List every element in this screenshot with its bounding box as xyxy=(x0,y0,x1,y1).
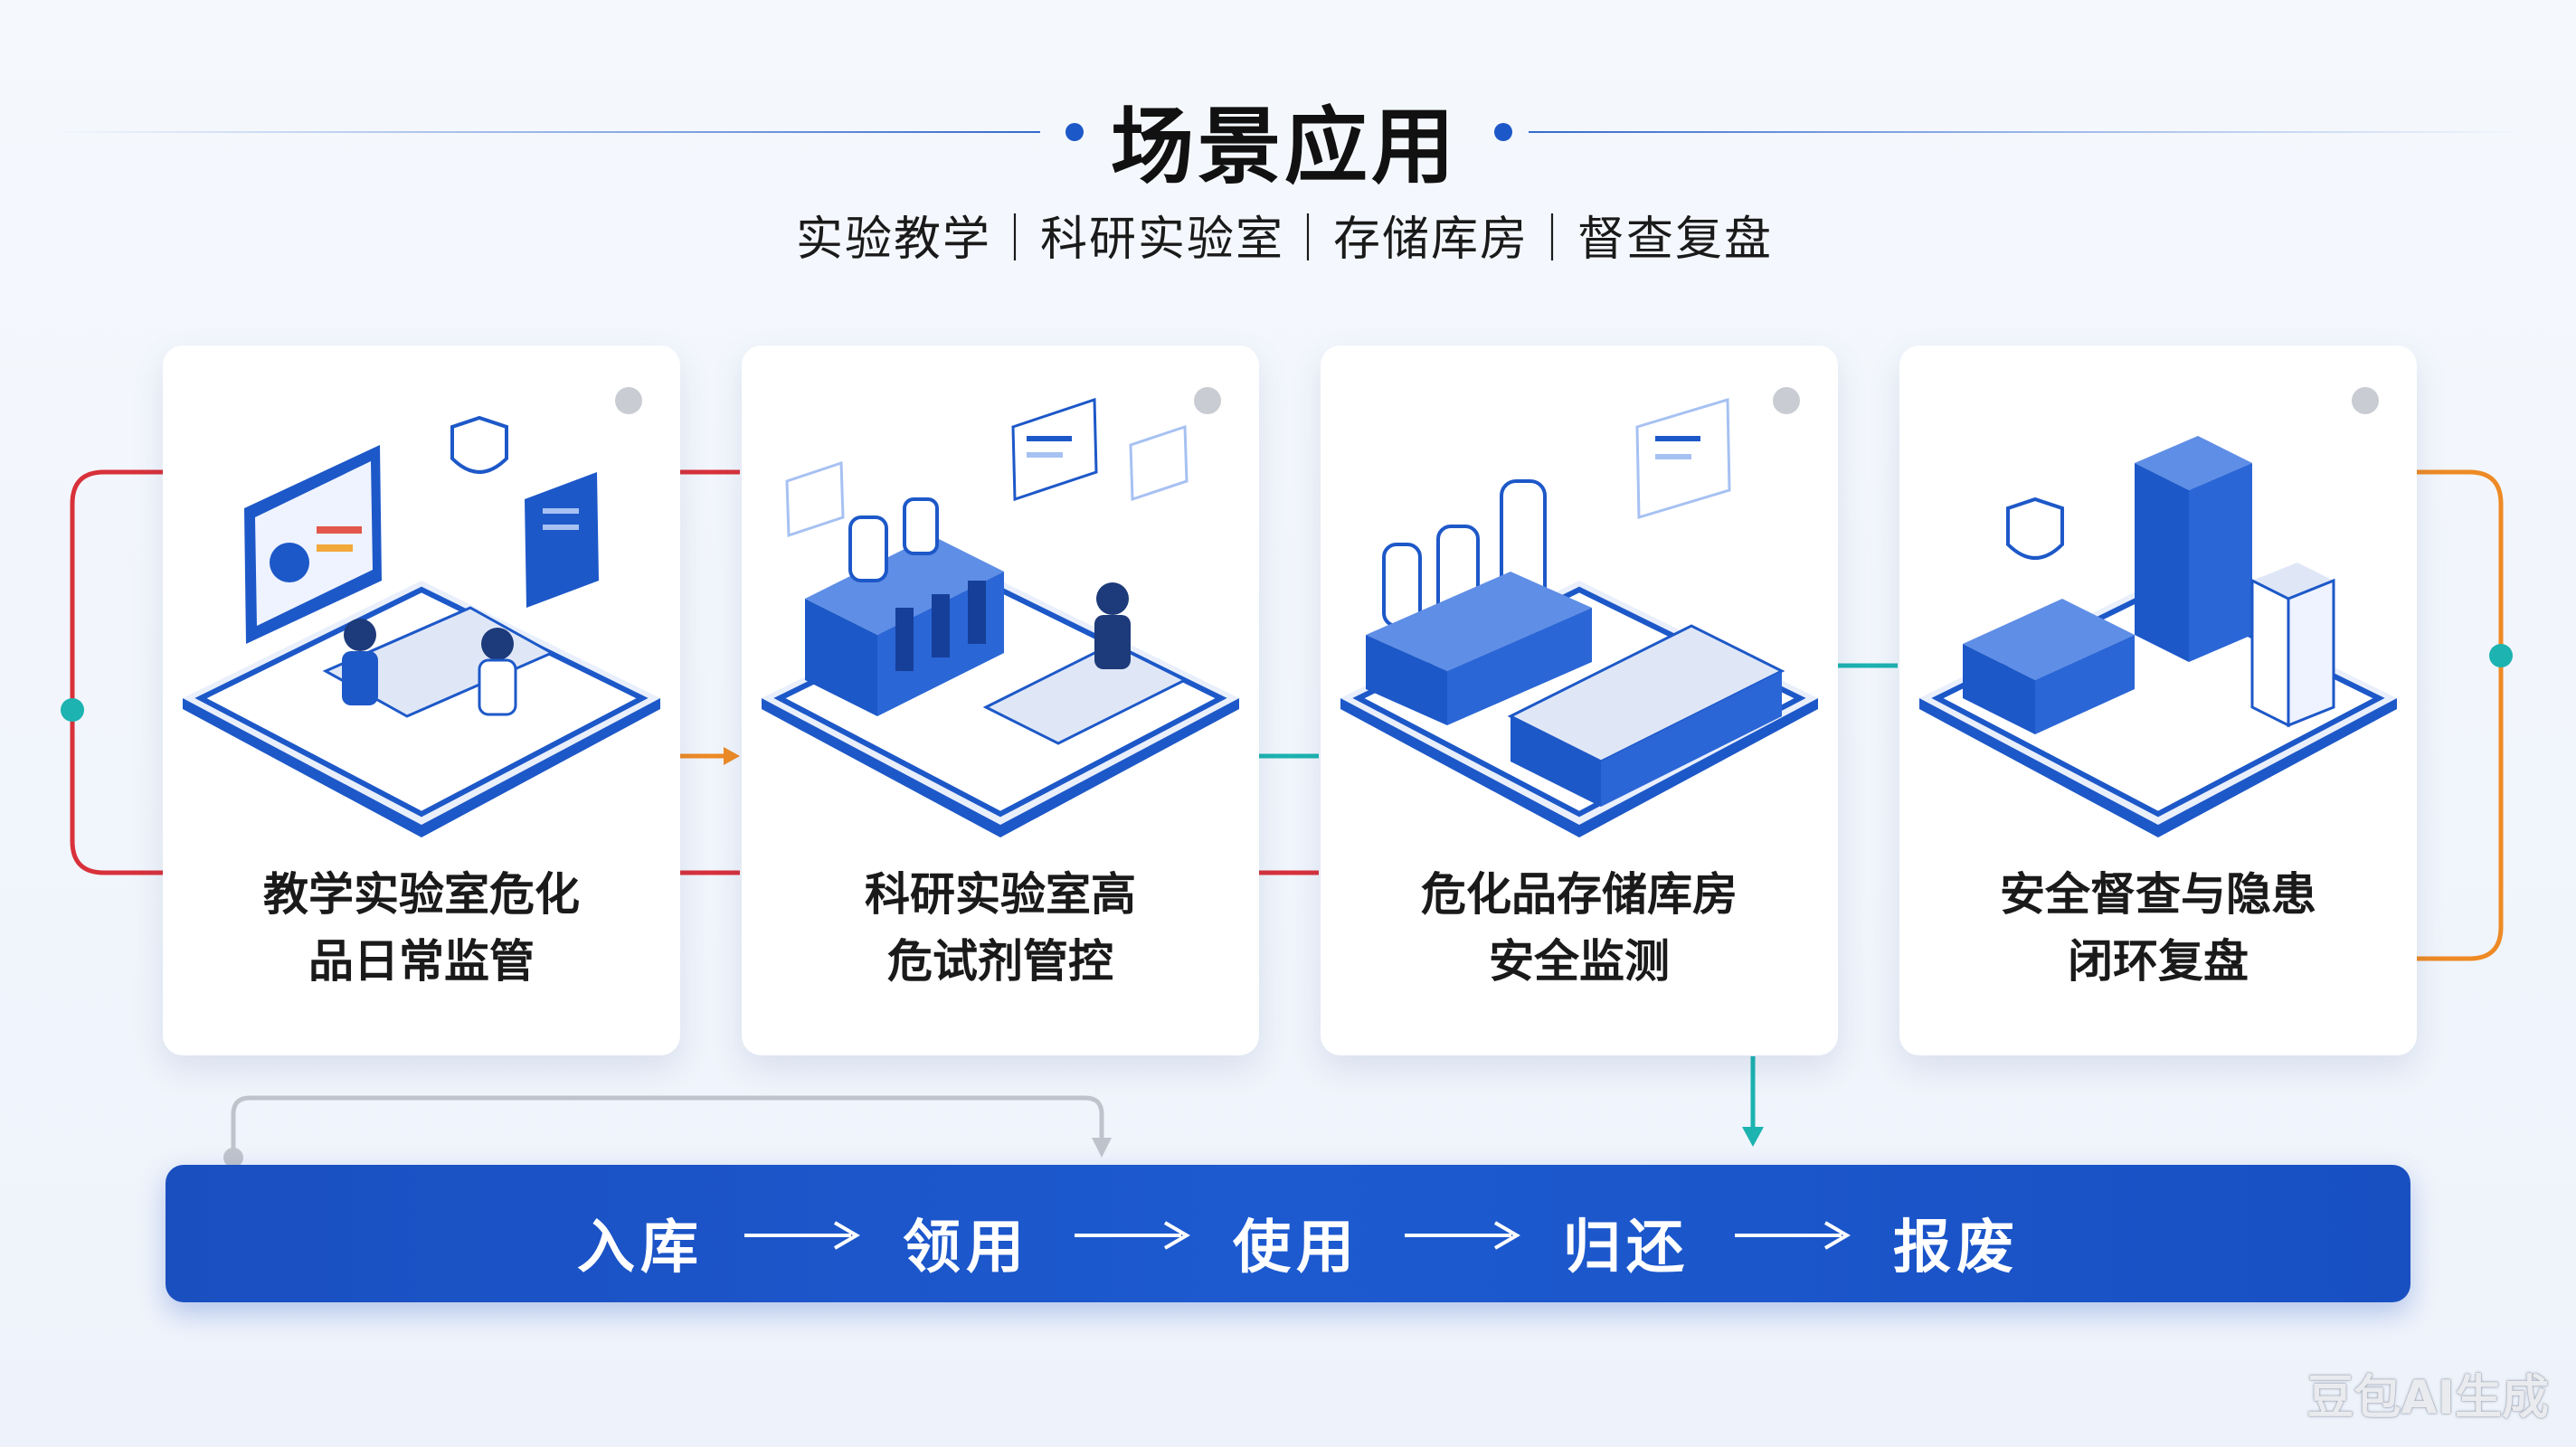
flow-step-stock-in: 入库 xyxy=(577,1215,704,1281)
scenario-card-inspection-review[interactable]: 安全督查与隐患 闭环复盘 xyxy=(1899,345,2417,1055)
return-loop-arrowhead xyxy=(1092,1138,1112,1158)
ai-watermark: 豆包AI生成 xyxy=(2306,1371,2549,1425)
scenario-label: 科研实验室高 危试剂管控 xyxy=(769,861,1232,995)
storage-warehouse-illustration-icon xyxy=(1340,397,1818,837)
flow-step-disposal: 报废 xyxy=(1893,1215,2020,1281)
flow-step-return: 归还 xyxy=(1563,1215,1690,1281)
connector-1-2-arrowhead xyxy=(724,747,740,765)
card-status-dot xyxy=(2352,387,2379,414)
card-status-dot xyxy=(615,387,642,414)
scenario-label-line1: 科研实验室高 xyxy=(865,868,1136,921)
scenario-label: 危化品存储库房 安全监测 xyxy=(1348,861,1811,995)
scenario-label-line1: 教学实验室危化 xyxy=(263,868,580,921)
research-lab-illustration-icon xyxy=(762,397,1239,837)
card3-to-flow-arrowhead xyxy=(1742,1127,1764,1147)
scenario-label-line2: 闭环复盘 xyxy=(2068,935,2249,988)
title-divider-right xyxy=(1529,131,2524,133)
scenario-card-research-lab[interactable]: 科研实验室高 危试剂管控 xyxy=(742,345,1259,1055)
scenario-label-line1: 危化品存储库房 xyxy=(1421,868,1738,921)
page-subtitle: 实验教学｜科研实验室｜存储库房｜督查复盘 xyxy=(795,213,1773,267)
left-bracket-connector xyxy=(70,469,163,875)
teaching-lab-illustration-icon xyxy=(183,415,660,837)
flow-step-use: 使用 xyxy=(1233,1215,1359,1281)
scenario-label-line2: 品日常监管 xyxy=(308,935,535,988)
scenario-label-line2: 安全监测 xyxy=(1489,935,1670,988)
page-title: 场景应用 xyxy=(1110,99,1458,195)
arrow-right-icon xyxy=(744,1221,860,1250)
lifecycle-flow-bar: 入库 领用 使用 归还 报废 xyxy=(166,1165,2410,1302)
card-status-dot xyxy=(1194,387,1221,414)
title-dot-left xyxy=(1065,123,1084,141)
return-loop-connector xyxy=(231,1095,1104,1156)
left-bracket-node xyxy=(61,698,84,722)
title-divider-left xyxy=(54,131,1040,133)
arrow-right-icon xyxy=(1735,1221,1851,1250)
card-status-dot xyxy=(1773,387,1800,414)
title-dot-right xyxy=(1494,123,1512,141)
scenario-label: 教学实验室危化 品日常监管 xyxy=(190,861,653,995)
scenario-card-storage-warehouse[interactable]: 危化品存储库房 安全监测 xyxy=(1321,345,1838,1055)
arrow-right-icon xyxy=(1405,1221,1520,1250)
scenario-label: 安全督查与隐患 闭环复盘 xyxy=(1927,861,2390,995)
arrow-right-icon xyxy=(1075,1221,1190,1250)
flow-step-requisition: 领用 xyxy=(903,1215,1029,1281)
inspection-review-illustration-icon xyxy=(1919,436,2397,837)
scenario-card-teaching-lab[interactable]: 教学实验室危化 品日常监管 xyxy=(163,345,680,1055)
scenario-label-line2: 危试剂管控 xyxy=(887,935,1113,988)
scenario-label-line1: 安全督查与隐患 xyxy=(2000,868,2316,921)
right-bracket-node xyxy=(2489,644,2513,667)
